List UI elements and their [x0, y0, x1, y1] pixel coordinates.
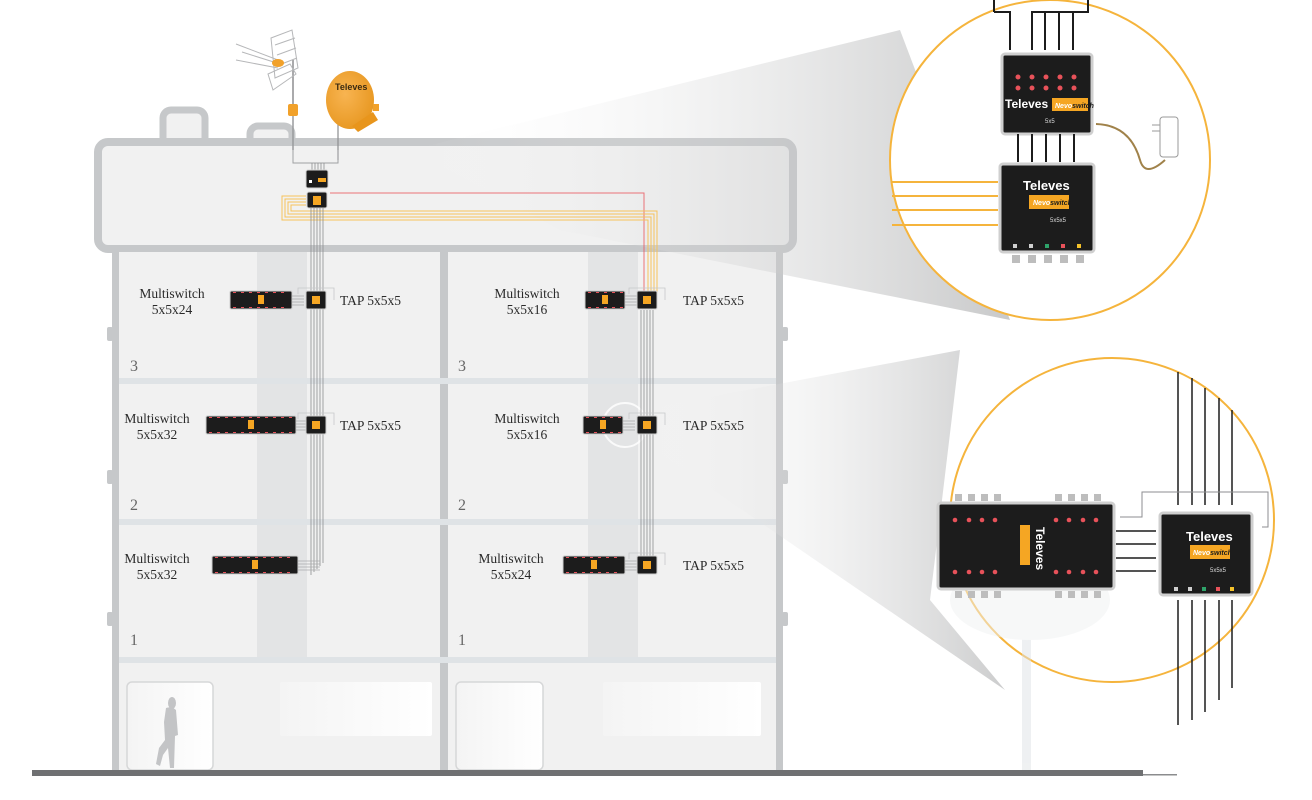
tap-icon: [628, 412, 666, 435]
wall-left: [112, 249, 119, 771]
tap-icon: [628, 552, 666, 575]
detail-top-lower-brand: Televes: [1023, 178, 1070, 193]
dish-brand-label: Televes: [335, 82, 367, 92]
floor-number: 2: [130, 497, 138, 514]
antenna-preamp: [288, 104, 298, 116]
detail-top-lower-line-suffix: switch: [1050, 200, 1072, 207]
tap-label: TAP 5x5x5: [340, 293, 401, 308]
multiswitch-model: 5x5x32: [137, 567, 178, 582]
detail-top-lower-line-prefix: Nevo: [1033, 200, 1051, 207]
detail-top-upper-line-suffix: switch: [1072, 103, 1094, 110]
multiswitch-icon: [582, 415, 624, 435]
ground-line: [32, 770, 1143, 776]
detail-headend-amplifier: Televes Nevoswitch 5x5: [1000, 52, 1094, 136]
tap-label: TAP 5x5x5: [683, 558, 744, 573]
satellite-dish-icon: Televes: [326, 71, 379, 160]
multiswitch-label: Multiswitch: [494, 411, 560, 426]
riser-right: [640, 310, 654, 560]
person-silhouette-icon: [156, 697, 178, 768]
detail-bottom-tap-brand: Televes: [1186, 529, 1233, 544]
detail-bottom-tap-line-prefix: Nevo: [1193, 550, 1211, 557]
floor-number: 1: [458, 632, 466, 649]
multiswitch-icon: [562, 555, 626, 575]
detail-top-upper-line-prefix: Nevo: [1055, 103, 1073, 110]
shaft-left: [257, 252, 307, 662]
multiswitch-model: 5x5x16: [507, 302, 548, 317]
detail-circle-top: Televes Nevoswitch 5x5 Televes Nevoswitc…: [889, 0, 1211, 321]
detail-bottom-tap-model: 5x5x5: [1210, 568, 1227, 574]
multiswitch-label: Multiswitch: [478, 551, 544, 566]
multiswitch-model: 5x5x24: [152, 302, 193, 317]
svg-text:Nevoswitch: Nevoswitch: [1193, 550, 1232, 557]
multiswitch-icon: [229, 290, 293, 310]
cables-orange: [281, 195, 658, 300]
tap-icon: [628, 287, 666, 310]
window-right: [603, 682, 761, 736]
detail-bottom-tap-line-suffix: switch: [1210, 550, 1232, 557]
tap-label: TAP 5x5x5: [683, 293, 744, 308]
detail-circle-bottom: Televes Televes Nevoswitch 5x5x5: [936, 357, 1275, 770]
svg-text:Nevoswitch: Nevoswitch: [1055, 103, 1094, 110]
door-right: [455, 681, 544, 771]
power-adapter-icon: [1152, 116, 1179, 158]
riser-left: [310, 208, 324, 575]
multiswitch-model: 5x5x32: [137, 427, 178, 442]
headend-amplifier-icon: [305, 169, 329, 189]
multiswitch-label: Multiswitch: [139, 286, 205, 301]
tap-label: TAP 5x5x5: [683, 418, 744, 433]
multiswitch-model: 5x5x24: [491, 567, 532, 582]
multiswitch-label: Multiswitch: [124, 411, 190, 426]
floor-number: 3: [130, 358, 138, 375]
detail-top-upper-model: 5x5: [1045, 119, 1055, 125]
floor-number: 2: [458, 497, 466, 514]
multiswitch-icon: [205, 415, 297, 435]
multiswitch-label: Multiswitch: [494, 286, 560, 301]
zoom-beam-top: [410, 30, 1010, 320]
multiswitch-icon: [211, 555, 299, 575]
slab-2: [119, 519, 776, 525]
roof-tap-icon: [306, 191, 328, 209]
building: [32, 106, 1177, 776]
slab-1: [119, 657, 776, 663]
zoom-beam-bottom: [640, 350, 1005, 690]
tap-icon: [297, 412, 335, 435]
multiswitch-label: Multiswitch: [124, 551, 190, 566]
shaft-right: [588, 252, 638, 662]
slab-3: [119, 378, 776, 384]
floor-number: 3: [458, 358, 466, 375]
multiswitch-model: 5x5x16: [507, 427, 548, 442]
multiswitch-icon: [584, 290, 626, 310]
tap-icon: [297, 287, 335, 310]
tap-label: TAP 5x5x5: [340, 418, 401, 433]
detail-multiswitch: Televes: [936, 501, 1116, 591]
floor-number: 1: [130, 632, 138, 649]
detail-top-upper-brand: Televes: [1005, 97, 1048, 111]
detail-tap: Televes Nevoswitch 5x5x5: [998, 162, 1096, 254]
detail-bottom-tap: Televes Nevoswitch 5x5x5: [1158, 511, 1254, 597]
svg-text:Nevoswitch: Nevoswitch: [1033, 200, 1072, 207]
cable-red: [330, 192, 645, 300]
wall-middle: [440, 249, 448, 771]
detail-bottom-multiswitch-brand: Televes: [1033, 527, 1047, 570]
window-left: [280, 682, 432, 736]
detail-top-lower-model: 5x5x5: [1050, 218, 1067, 224]
